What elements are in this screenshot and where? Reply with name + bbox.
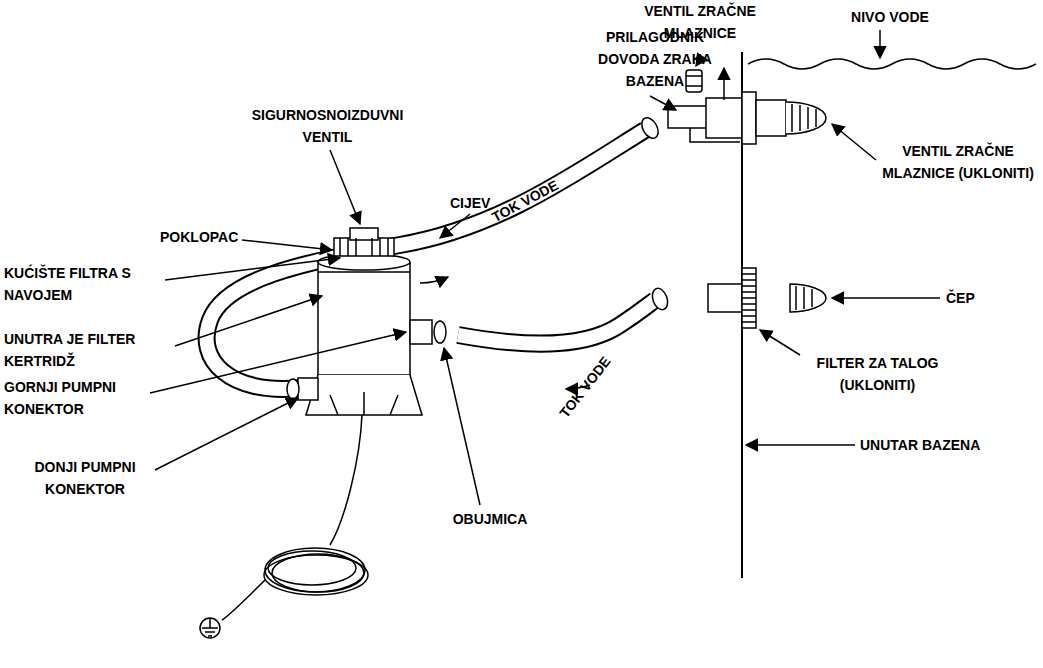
part-label: TOK VODE: [549, 345, 622, 429]
part-label: UNUTRA JE FILTER KERTRIDŽ: [4, 328, 176, 372]
part-label: DONJI PUMPNI KONEKTOR: [10, 456, 160, 500]
part-label: KUĆIŠTE FILTRA S NAVOJEM: [4, 262, 172, 306]
part-label: ČEP: [946, 287, 986, 309]
part-label: FILTER ZA TALOG (UKLONITI): [790, 352, 965, 396]
part-label: PRILAGODNIK DOVODA ZRAKA BAZENA: [585, 26, 725, 92]
part-label: TOK VODE: [480, 170, 570, 232]
part-label: OBUJMICA: [440, 508, 540, 530]
part-label: VENTIL ZRAČNE MLAZNICE (UKLONITI): [877, 140, 1039, 184]
part-label: POKLOPAC: [160, 226, 250, 248]
part-label: GORNJI PUMPNI KONEKTOR: [4, 376, 154, 420]
part-label: SIGURNOSNOIZDUVNI VENTIL: [245, 104, 410, 148]
part-label: NIVO VODE: [835, 6, 945, 28]
part-label: UNUTAR BAZENA: [860, 434, 1000, 456]
